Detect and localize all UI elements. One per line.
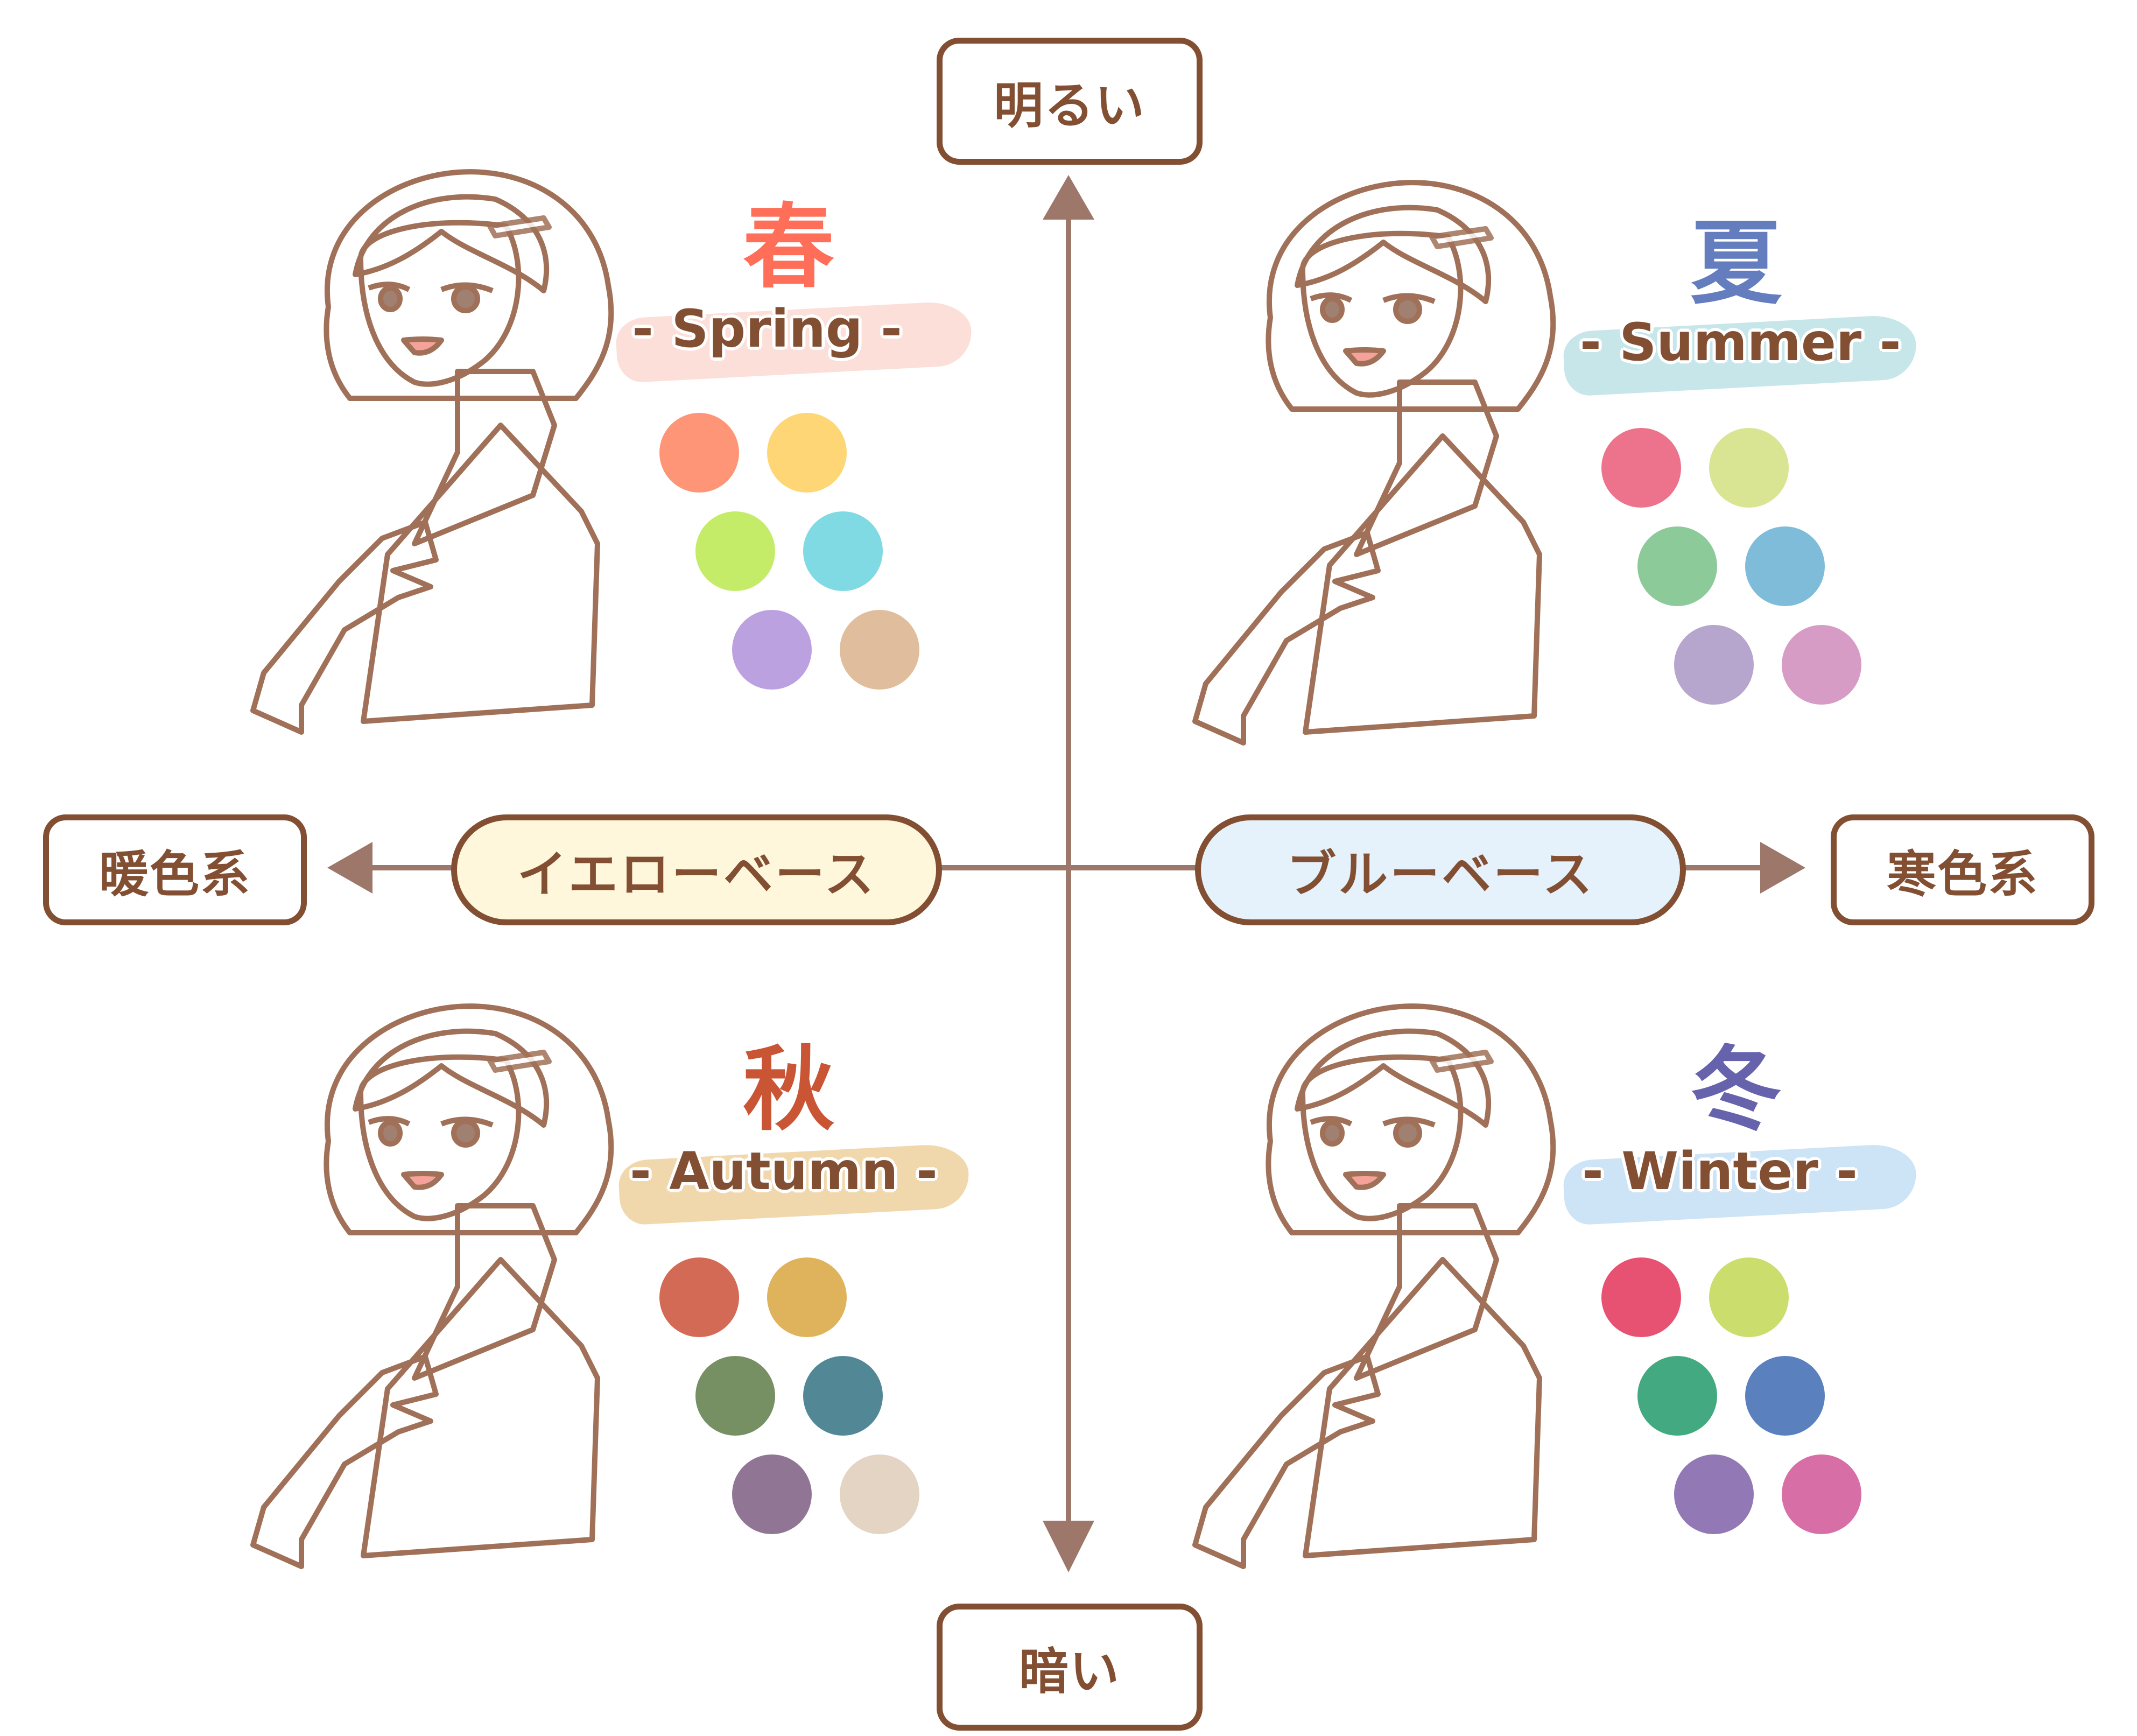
summer-swatch-5	[1674, 625, 1754, 705]
yellow-base-text: イエローベース	[517, 845, 876, 903]
axis-label-cool: 寒色系	[1831, 814, 2094, 925]
winter-swatch-2	[1709, 1257, 1789, 1337]
winter-swatch-3	[1637, 1356, 1717, 1436]
spring-swatch-1	[659, 413, 739, 493]
arrow-right-icon	[1760, 842, 1805, 894]
blue-base-text: ブルーベース	[1287, 845, 1594, 903]
autumn-swatch-6	[840, 1454, 919, 1534]
winter-kanji: 冬	[1690, 1037, 1782, 1143]
autumn-swatch-2	[767, 1257, 847, 1337]
arrow-up-icon	[1043, 175, 1094, 220]
spring-swatch-2	[767, 413, 847, 493]
autumn-kanji: 秋	[742, 1037, 834, 1143]
arrow-down-icon	[1043, 1521, 1094, 1572]
autumn-swatch-3	[695, 1356, 775, 1436]
winter-english: - Winter -	[1581, 1141, 1858, 1201]
axis-label-cool-text: 寒色系	[1886, 845, 2038, 903]
autumn-swatch-4	[803, 1356, 883, 1436]
blue-base-pill: ブルーベース	[1195, 814, 1686, 925]
spring-woman-illustration: .s .top-fill{fill:#fdcbbd}.s .skin-fill{…	[253, 172, 611, 732]
axis-label-warm: 暖色系	[43, 814, 307, 925]
summer-swatch-2	[1709, 428, 1789, 508]
spring-swatch-3	[695, 511, 775, 591]
spring-english: - Spring -	[632, 299, 902, 359]
spring-swatch-6	[840, 610, 919, 690]
winter-woman-illustration: .w .top-fill{fill:#a0b8d9}.w .skin-fill{…	[1195, 1006, 1553, 1566]
summer-kanji: 夏	[1690, 210, 1782, 317]
autumn-swatch-5	[732, 1454, 812, 1534]
axis-label-dark: 暗い	[937, 1604, 1203, 1731]
axis-label-dark-text: 暗い	[1018, 1642, 1120, 1700]
yellow-base-pill: イエローベース	[451, 814, 942, 925]
summer-swatch-3	[1637, 526, 1717, 606]
summer-english: - Summer -	[1580, 312, 1901, 372]
autumn-woman-illustration: .a .top-fill{fill:#92a77f}.a .skin-fill{…	[253, 1006, 611, 1566]
winter-swatch-4	[1745, 1356, 1825, 1436]
summer-swatch-1	[1601, 428, 1681, 508]
arrow-left-icon	[327, 842, 372, 894]
axis-label-bright-text: 明るい	[993, 76, 1145, 135]
summer-woman-illustration: .u .top-fill{fill:#badde7}.u .skin-fill{…	[1195, 182, 1553, 743]
spring-kanji: 春	[742, 194, 834, 301]
autumn-swatch-1	[659, 1257, 739, 1337]
winter-swatch-5	[1674, 1454, 1754, 1534]
spring-swatch-4	[803, 511, 883, 591]
summer-swatch-6	[1782, 625, 1861, 705]
spring-swatch-5	[732, 610, 812, 690]
winter-swatch-6	[1782, 1454, 1861, 1534]
axis-label-bright: 明るい	[937, 38, 1203, 165]
axis-label-warm-text: 暖色系	[99, 845, 251, 903]
winter-swatch-1	[1601, 1257, 1681, 1337]
summer-swatch-4	[1745, 526, 1825, 606]
autumn-english: - Autumn -	[630, 1141, 938, 1201]
